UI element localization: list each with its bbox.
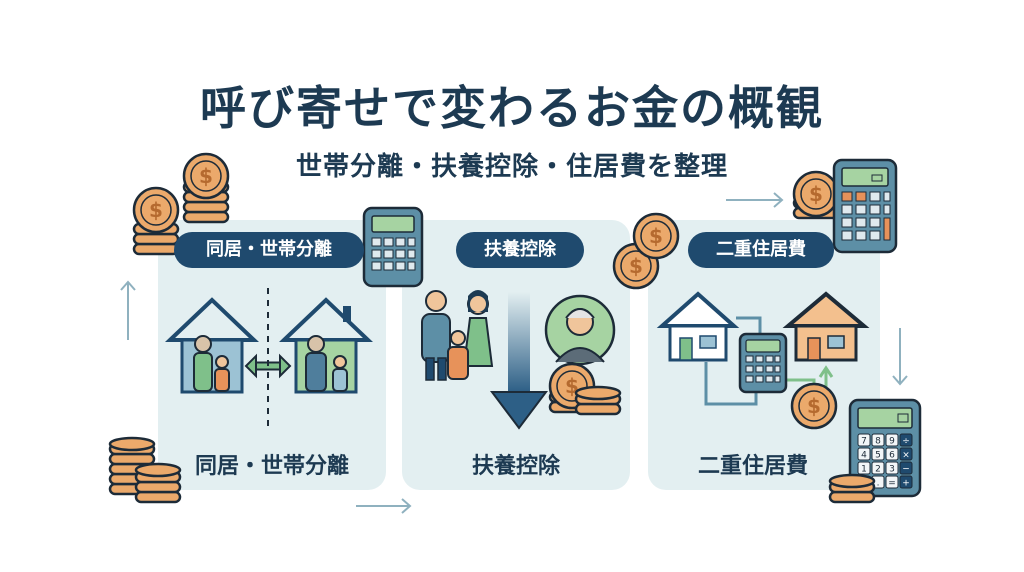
house-left-icon [165, 297, 259, 394]
family-icon [421, 290, 494, 381]
deduction-down-arrow-icon [490, 292, 548, 430]
calculator-icon-panel3 [738, 332, 788, 394]
calculator-key-label: 8 [875, 437, 881, 447]
calculator-key [857, 461, 871, 475]
calculator-key [885, 475, 899, 489]
flow-arrow-top [726, 192, 784, 208]
calculator-key [899, 461, 913, 475]
calculator-key-label: 4 [861, 451, 867, 461]
house-orange-icon [782, 291, 870, 362]
calculator-icon-top-right [832, 158, 898, 254]
page-title: 呼び寄せで変わるお金の概観 [200, 81, 824, 135]
calculator-key [885, 461, 899, 475]
caption-dependent-deduction: 扶養控除 [471, 454, 560, 479]
calculator-icon-large: 789÷456×123−0.=+ [848, 398, 922, 498]
calculator-key-label: + [902, 479, 910, 489]
calculator-key [857, 433, 871, 447]
calculator-key-label: . [877, 479, 880, 489]
calculator-key-label: ÷ [902, 437, 910, 447]
coin-stack-bottom-right [828, 473, 876, 504]
calculator-key-label: 7 [861, 437, 867, 447]
calculator-key [857, 447, 871, 461]
coin-stack-middle [612, 212, 680, 290]
coin-stack-top-right [792, 170, 840, 220]
flow-arrow-left [120, 280, 136, 340]
badge-double-housing: 二重住居費 [688, 232, 834, 268]
calculator-icon-panel1 [362, 206, 424, 288]
calculator-key [871, 433, 885, 447]
coin-icon-panel3 [790, 382, 838, 430]
separation-arrow-icon [244, 288, 292, 428]
calculator-key-label: 5 [875, 451, 881, 461]
elderly-person-icon [544, 294, 616, 366]
calculator-key-label: × [902, 451, 910, 461]
house-right-icon [279, 297, 373, 394]
calculator-key-label: 1 [861, 465, 867, 475]
calculator-key [899, 433, 913, 447]
house-white-icon [656, 291, 740, 362]
page-subtitle: 世帯分離・扶養控除・住居費を整理 [295, 152, 728, 182]
calculator-key [885, 433, 899, 447]
calculator-key [899, 447, 913, 461]
calculator-key-label: 3 [889, 465, 895, 475]
calculator-key [899, 475, 913, 489]
coin-stack-bottom-left [108, 436, 182, 504]
flow-arrow-right [892, 328, 908, 386]
badge-cohabitation: 同居・世帯分離 [174, 232, 364, 268]
coin-stack-panel2 [548, 362, 622, 416]
flow-arrow-bottom [356, 498, 412, 514]
calculator-key-label: 2 [875, 465, 881, 475]
calculator-key-label: 6 [889, 451, 895, 461]
calculator-key [885, 447, 899, 461]
calculator-key-label: − [902, 465, 910, 475]
calculator-key-label: = [888, 479, 896, 489]
calculator-key [871, 447, 885, 461]
calculator-key-label: 9 [889, 437, 895, 447]
caption-double-housing: 二重住居費 [697, 454, 808, 479]
badge-dependent-deduction: 扶養控除 [456, 232, 584, 268]
calculator-key [871, 461, 885, 475]
caption-cohabitation: 同居・世帯分離 [194, 454, 349, 479]
